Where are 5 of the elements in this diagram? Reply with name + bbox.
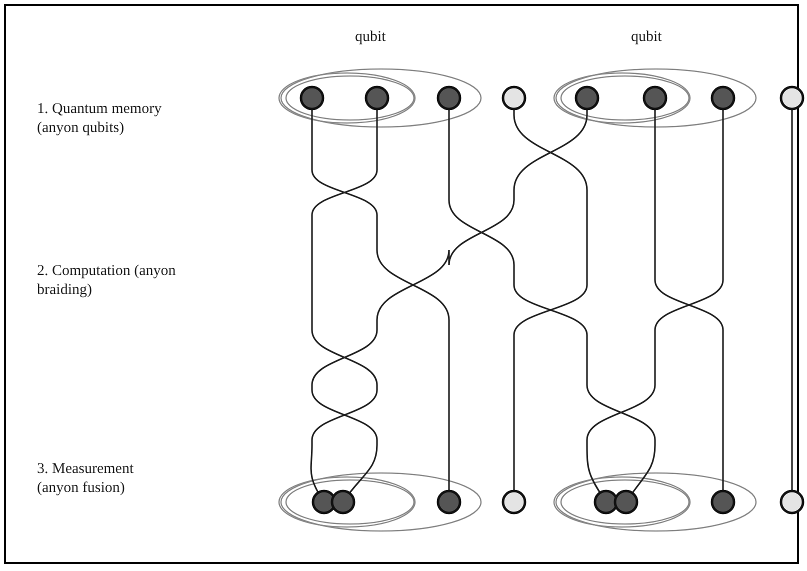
- stage-label: 3. Measurement (anyon fusion): [37, 460, 135, 498]
- qubit-label: qubit: [631, 28, 663, 47]
- qubit-label: qubit: [355, 28, 387, 47]
- stage-label: 1. Quantum memory (anyon qubits): [37, 100, 163, 138]
- stage-label: 2. Computation (anyon braiding): [37, 262, 177, 300]
